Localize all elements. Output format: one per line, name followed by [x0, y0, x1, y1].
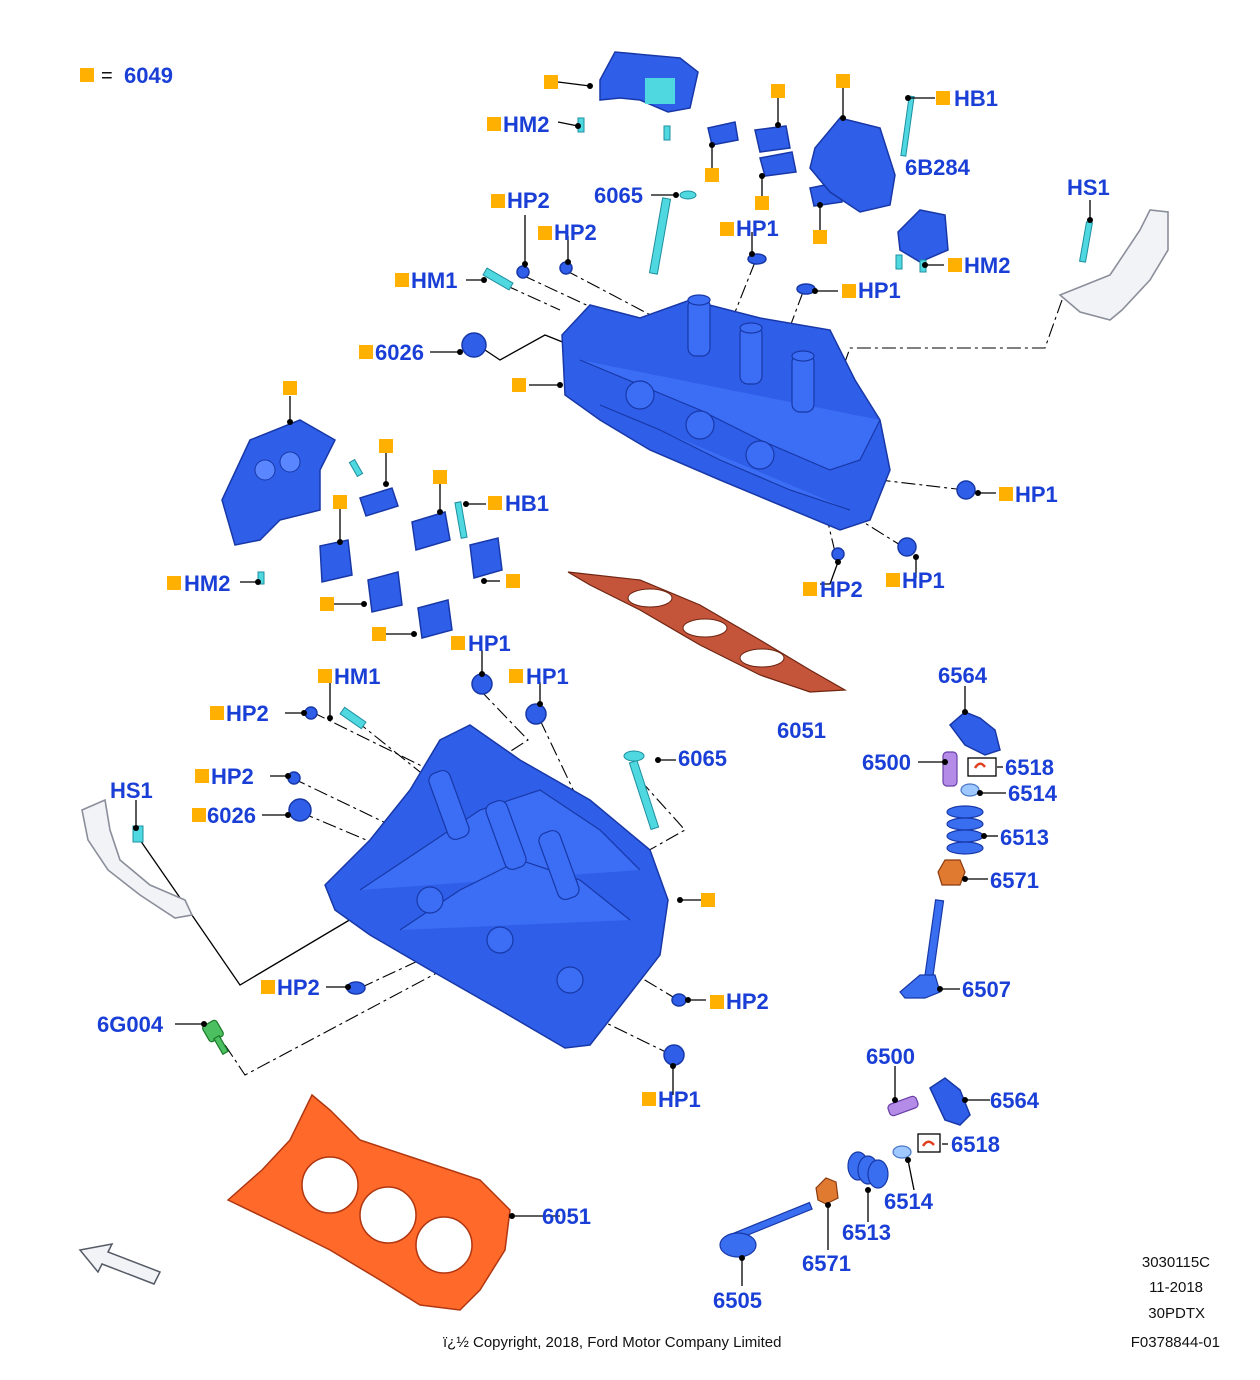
- label-6514: 6514: [884, 1189, 934, 1214]
- temperature-sensor: [202, 1019, 229, 1056]
- label-6b284: 6B284: [905, 155, 971, 180]
- label-hs1: HS1: [110, 778, 153, 803]
- label-hp2: HP2: [507, 188, 550, 213]
- label-hp2: HP2: [726, 989, 769, 1014]
- label-6513: 6513: [842, 1220, 891, 1245]
- callout-prefix-squares: [167, 91, 1013, 1106]
- valve-train-upper: [899, 711, 1001, 999]
- label-6g004: 6G004: [97, 1012, 164, 1037]
- label-6564: 6564: [938, 663, 988, 688]
- bolt-6049-square-icon: [333, 495, 347, 509]
- label-6564: 6564: [990, 1088, 1040, 1113]
- label-hp1: HP1: [858, 278, 901, 303]
- bolt-6049-square-icon: [771, 84, 785, 98]
- bolt-6049-square-icon: [701, 893, 715, 907]
- label-6065: 6065: [678, 746, 727, 771]
- lower-head-gasket: [226, 1093, 511, 1311]
- label-6500: 6500: [866, 1044, 915, 1069]
- lower-cylinder-head: [324, 724, 669, 1049]
- view-direction-arrow-icon: [78, 1242, 162, 1285]
- legend-square-icon: [80, 68, 94, 82]
- label-hs1: HS1: [1067, 175, 1110, 200]
- bolt-6049-square-icon: [320, 597, 334, 611]
- label-6500: 6500: [862, 750, 911, 775]
- bolt-6049-square-icon: [755, 196, 769, 210]
- reference-code: 3030115C: [1142, 1254, 1210, 1271]
- label-hp1: HP1: [468, 631, 511, 656]
- revision-date: 11-2018: [1149, 1279, 1203, 1296]
- label-6571: 6571: [990, 868, 1039, 893]
- label-6507: 6507: [962, 977, 1011, 1002]
- label-6026: 6026: [375, 340, 424, 365]
- bolt-6049-square-icon: [433, 470, 447, 484]
- leader-dots: [133, 83, 1093, 1261]
- footer: 3030115C 11-2018 30PDTX F0378844-01 ï¿½ …: [443, 1254, 1220, 1351]
- label-hm1: HM1: [411, 268, 457, 293]
- lower-bolts: [132, 706, 660, 843]
- upper-plugs: [461, 253, 976, 561]
- label-hm2: HM2: [964, 253, 1010, 278]
- legend-equals: =: [101, 65, 113, 87]
- bolt-6049-square-icon: [283, 381, 297, 395]
- label-hp2: HP2: [277, 975, 320, 1000]
- model-code: 30PDTX: [1148, 1305, 1205, 1322]
- legend: = 6049: [80, 63, 173, 88]
- label-hp1: HP1: [526, 664, 569, 689]
- bolt-6049-square-icon: [813, 230, 827, 244]
- legend-value: 6049: [124, 63, 173, 88]
- bolt-6049-square-icon: [512, 378, 526, 392]
- label-hp1: HP1: [1015, 482, 1058, 507]
- upper-gasket-bores: [627, 588, 785, 668]
- label-6026: 6026: [207, 803, 256, 828]
- upper-cam-carriers: [577, 51, 949, 273]
- label-hp1: HP1: [736, 216, 779, 241]
- callout-labels: HM2 HB1 6B284 HS1 6065 HP2 HP2 HP1 HM2 H…: [97, 86, 1110, 1313]
- lower-heat-shield: [81, 798, 194, 919]
- bolt-6049-square-icon: [705, 168, 719, 182]
- label-6514: 6514: [1008, 781, 1058, 806]
- figure-id: F0378844-01: [1131, 1334, 1220, 1351]
- label-hp2: HP2: [211, 764, 254, 789]
- label-6518: 6518: [951, 1132, 1000, 1157]
- label-6505: 6505: [713, 1288, 762, 1313]
- lower-plugs: [287, 673, 687, 1066]
- label-hb1: HB1: [954, 86, 998, 111]
- label-6518: 6518: [1005, 755, 1054, 780]
- label-6571: 6571: [802, 1251, 851, 1276]
- bolt-6049-square-icon: [372, 627, 386, 641]
- label-hm2: HM2: [503, 112, 549, 137]
- label-hp2: HP2: [226, 701, 269, 726]
- middle-cam-carriers: [221, 419, 503, 639]
- upper-cylinder-head: [561, 294, 891, 531]
- label-hp1: HP1: [658, 1087, 701, 1112]
- bolt-6049-square-icon: [836, 74, 850, 88]
- bolt-6049-square-icon: [544, 75, 558, 89]
- label-hp2: HP2: [820, 577, 863, 602]
- upper-heat-shield: [1058, 209, 1169, 321]
- label-hm1: HM1: [334, 664, 380, 689]
- label-6065: 6065: [594, 183, 643, 208]
- copyright-notice: ï¿½ Copyright, 2018, Ford Motor Company …: [443, 1334, 781, 1351]
- bolt-6049-square-icon: [506, 574, 520, 588]
- bolt-6049-square-icon: [379, 439, 393, 453]
- label-hp2: HP2: [554, 220, 597, 245]
- label-6051: 6051: [542, 1204, 591, 1229]
- valve-train-lower: [719, 1077, 971, 1258]
- label-hp1: HP1: [902, 568, 945, 593]
- label-hm2: HM2: [184, 571, 230, 596]
- upper-bolts: [482, 95, 1094, 291]
- label-hb1: HB1: [505, 491, 549, 516]
- label-6513: 6513: [1000, 825, 1049, 850]
- label-6051: 6051: [777, 718, 826, 743]
- bolt-6049-markers: [283, 74, 850, 907]
